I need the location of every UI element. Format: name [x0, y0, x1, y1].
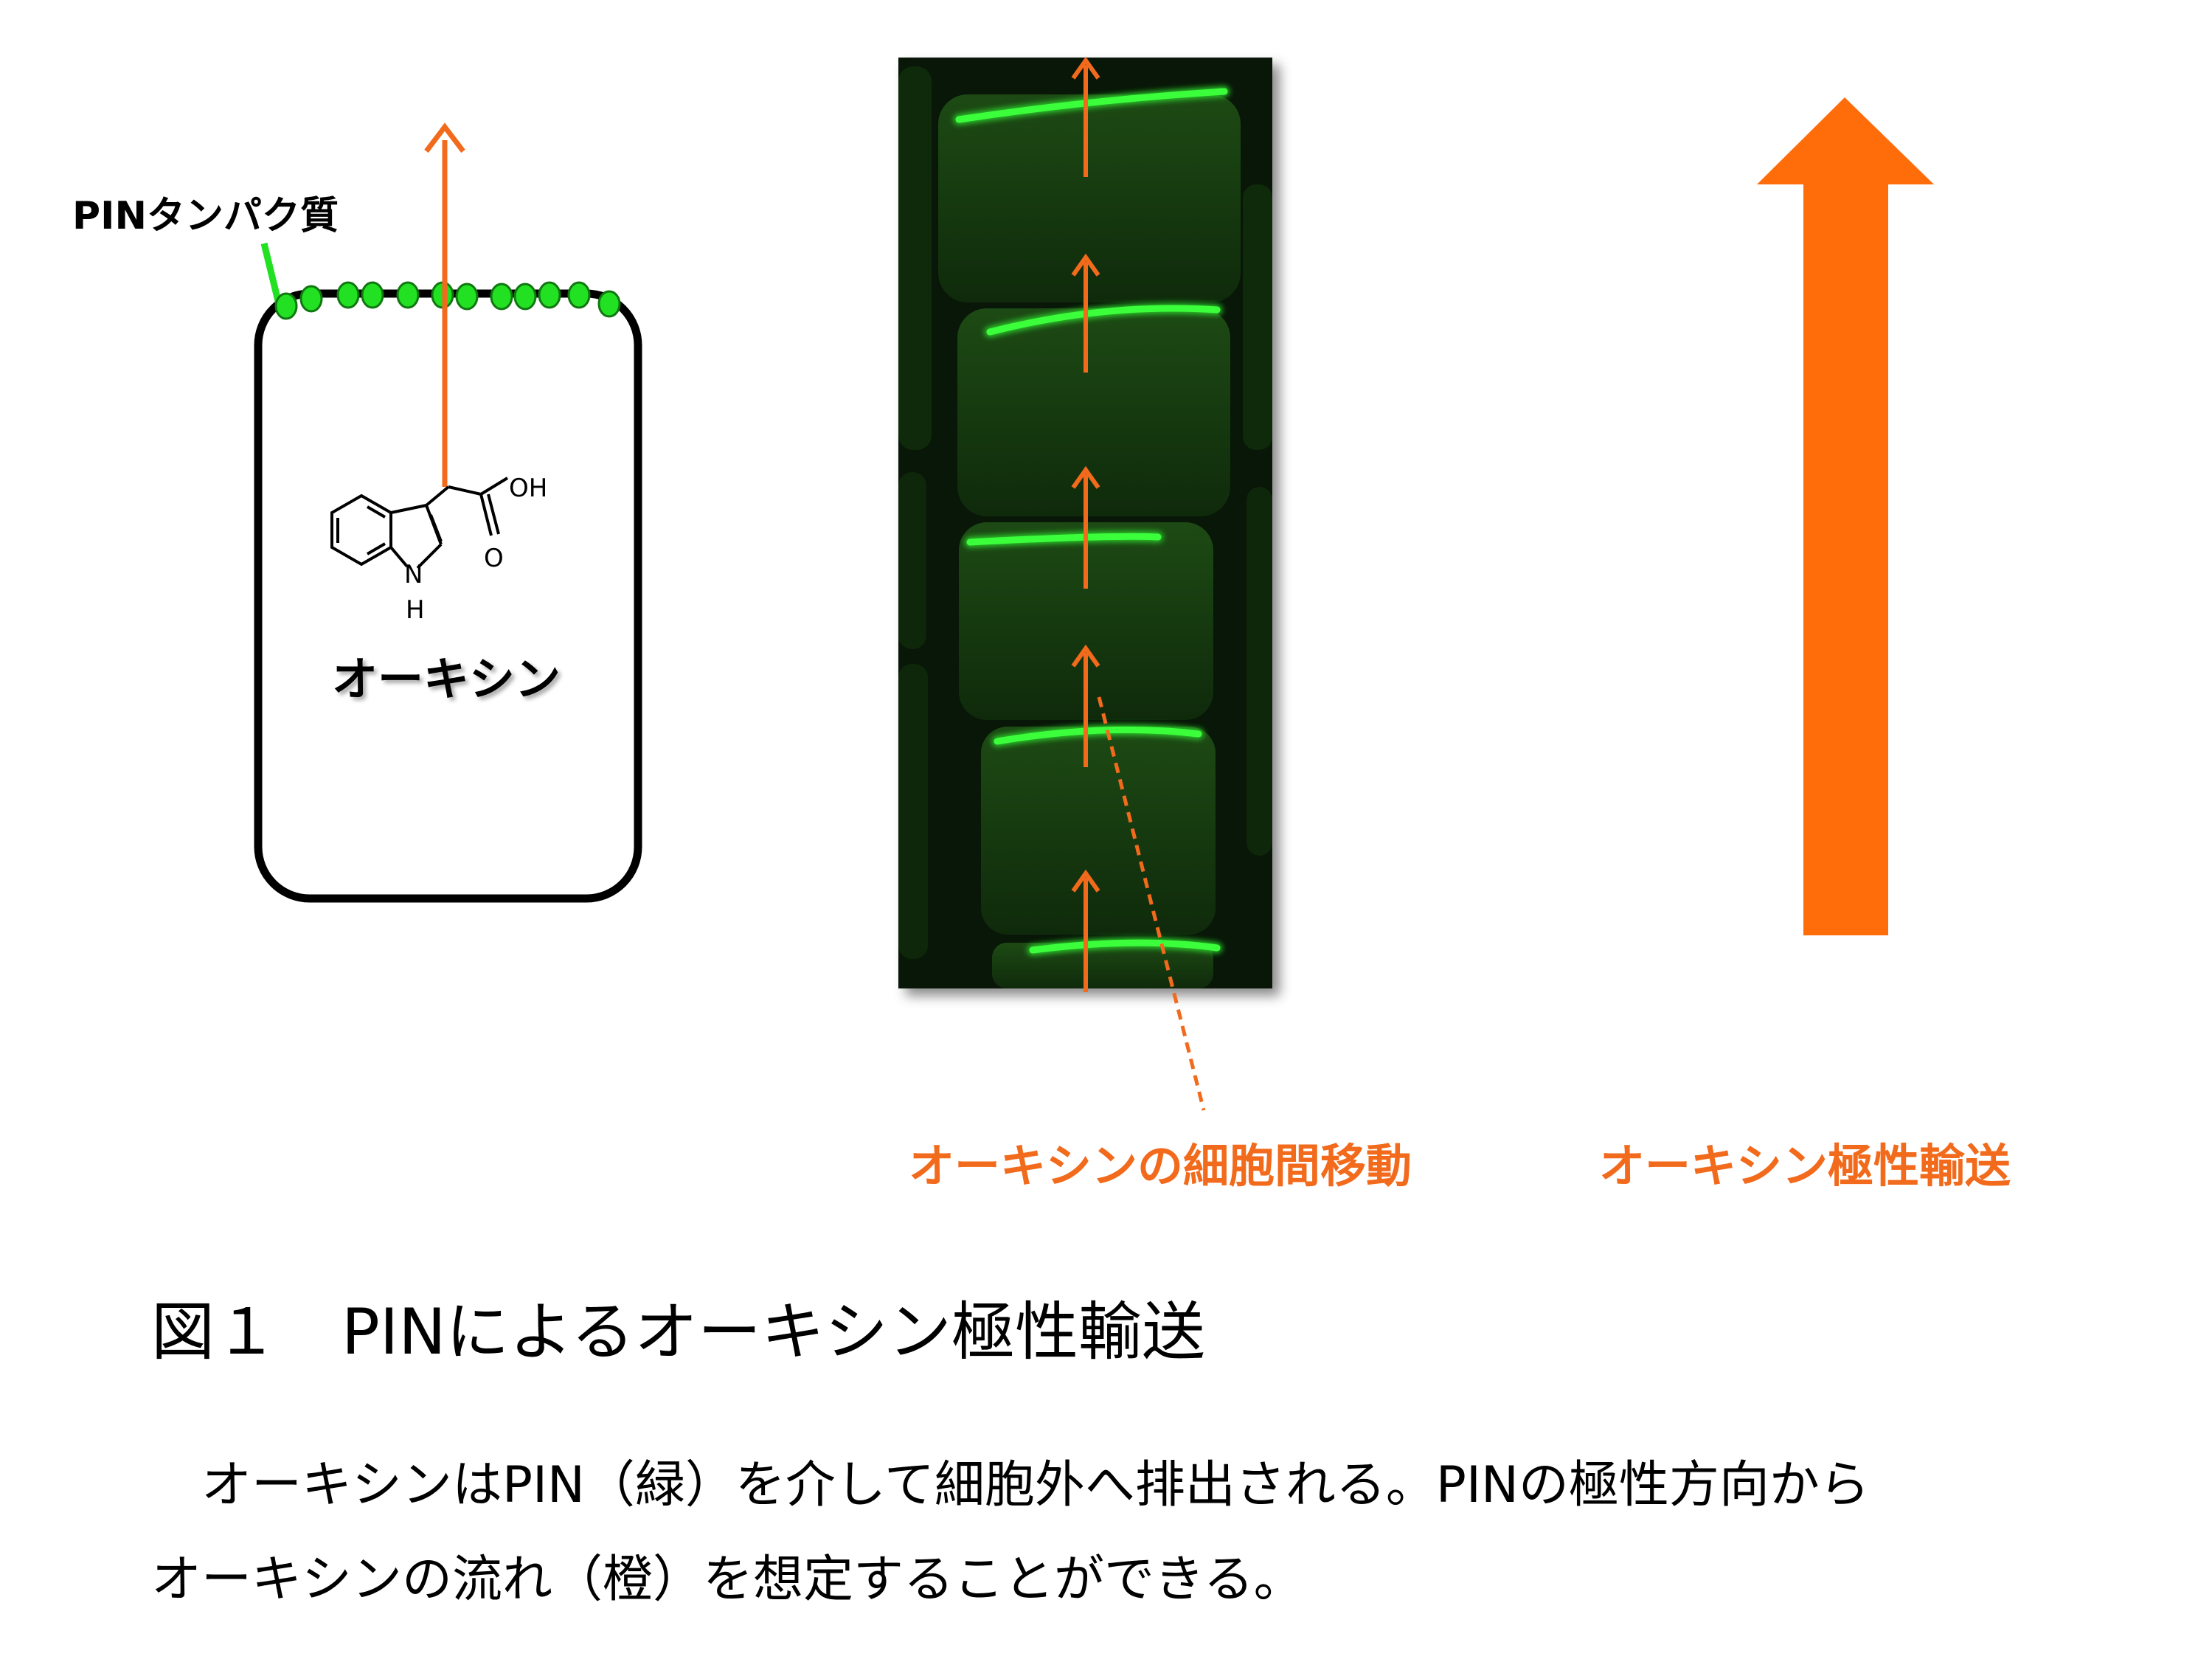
pin-protein-dot	[597, 290, 621, 318]
figure-title: 図１ PINによるオーキシン極性輸送	[151, 1295, 1205, 1369]
up-arrow-icon	[1071, 869, 1100, 992]
pin-protein-dot	[490, 283, 513, 311]
cell-schematic: OH O N H	[254, 122, 642, 903]
big-up-arrow-icon	[1757, 97, 1934, 935]
pin-protein-dot	[336, 281, 360, 309]
indole-acetic-acid-structure-icon	[330, 477, 509, 569]
pin-protein-dot	[396, 281, 420, 309]
chem-n-label: N	[404, 560, 423, 589]
pin-pointer-line	[260, 242, 282, 305]
pin-proteins	[274, 281, 621, 320]
caption-line-2: オーキシンの流れ（橙）を想定することができる。	[151, 1551, 1304, 1609]
up-arrow-icon	[1071, 56, 1100, 177]
pin-protein-dot	[455, 283, 479, 311]
auxin-label: オーキシン	[332, 652, 561, 706]
up-arrow-icon	[1071, 644, 1100, 767]
pin-protein-dot	[299, 285, 323, 313]
polar-transport-label: オーキシン極性輸送	[1599, 1139, 2011, 1193]
pin-fluorescence-bands	[954, 86, 1230, 955]
micrograph-cells	[898, 56, 1272, 992]
chem-o-label: O	[484, 544, 504, 573]
up-arrow-icon	[1071, 465, 1100, 589]
intercellular-movement-label: オーキシンの細胞間移動	[909, 1139, 1412, 1193]
pin-protein-dot	[567, 281, 591, 309]
pin-protein-dot	[361, 281, 384, 309]
pin-protein-dot	[538, 281, 561, 309]
chem-oh-label: OH	[509, 474, 547, 503]
pin-protein-dot	[274, 292, 298, 320]
cell-outline-icon	[254, 289, 642, 903]
pin-protein-label: PINタンパク質	[72, 194, 339, 238]
up-arrow-icon	[1071, 253, 1100, 373]
micrograph-arrows	[1071, 56, 1100, 992]
dashed-pointer-line	[1097, 696, 1206, 1111]
up-arrow-icon	[424, 122, 465, 487]
figure-caption: オーキシンはPIN（緑）を介して細胞外へ排出される。PINの極性方向から オーキ…	[151, 1438, 1870, 1627]
chem-h-label: H	[406, 595, 425, 625]
caption-line-1: オーキシンはPIN（緑）を介して細胞外へ排出される。PINの極性方向から	[151, 1456, 1870, 1514]
pin-protein-dot	[513, 283, 537, 311]
